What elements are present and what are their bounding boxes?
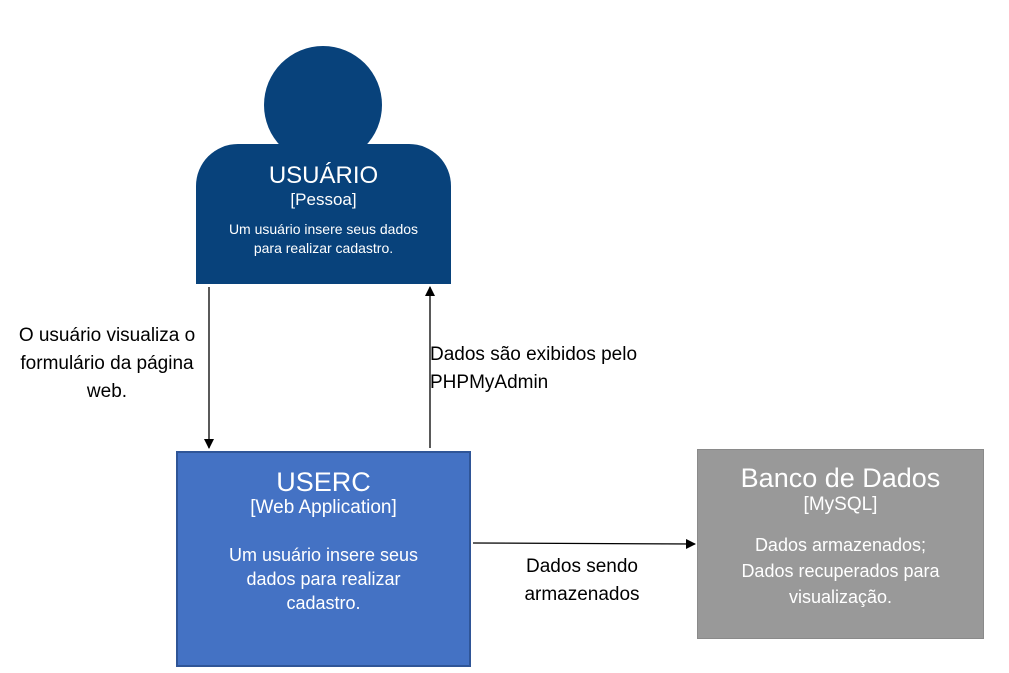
webapp-title: USERC xyxy=(276,467,371,497)
database-type: [MySQL] xyxy=(803,494,878,515)
edge-label-app-to-db: Dados sendo armazenados xyxy=(524,556,640,605)
database-title: Banco de Dados xyxy=(740,463,941,493)
database-description-line2: Dados recuperados para visualização. xyxy=(741,561,940,607)
edge-label-app-to-user: Dados são exibidos pelo PHPMyAdmin xyxy=(430,344,638,393)
edge-label-user-to-app: O usuário visualiza o formulário da pági… xyxy=(18,325,196,402)
database-description-line1: Dados armazenados; xyxy=(754,535,927,555)
webapp-type: [Web Application] xyxy=(250,497,397,518)
webapp-node: USERC [Web Application] Um usuário inser… xyxy=(176,451,471,667)
webapp-description: Um usuário insere seus dados para realiz… xyxy=(228,545,419,613)
arrow-app-to-db xyxy=(472,538,696,549)
user-person-node: USUÁRIO [Pessoa] Um usuário insere seus … xyxy=(196,144,451,284)
user-description: Um usuário insere seus dados para realiz… xyxy=(228,221,419,256)
database-description: Dados armazenados; Dados recuperados par… xyxy=(698,532,983,610)
user-type: [Pessoa] xyxy=(290,190,357,209)
user-title: USUÁRIO xyxy=(268,162,379,189)
database-node: Banco de Dados [MySQL] Dados armazenados… xyxy=(697,449,984,639)
